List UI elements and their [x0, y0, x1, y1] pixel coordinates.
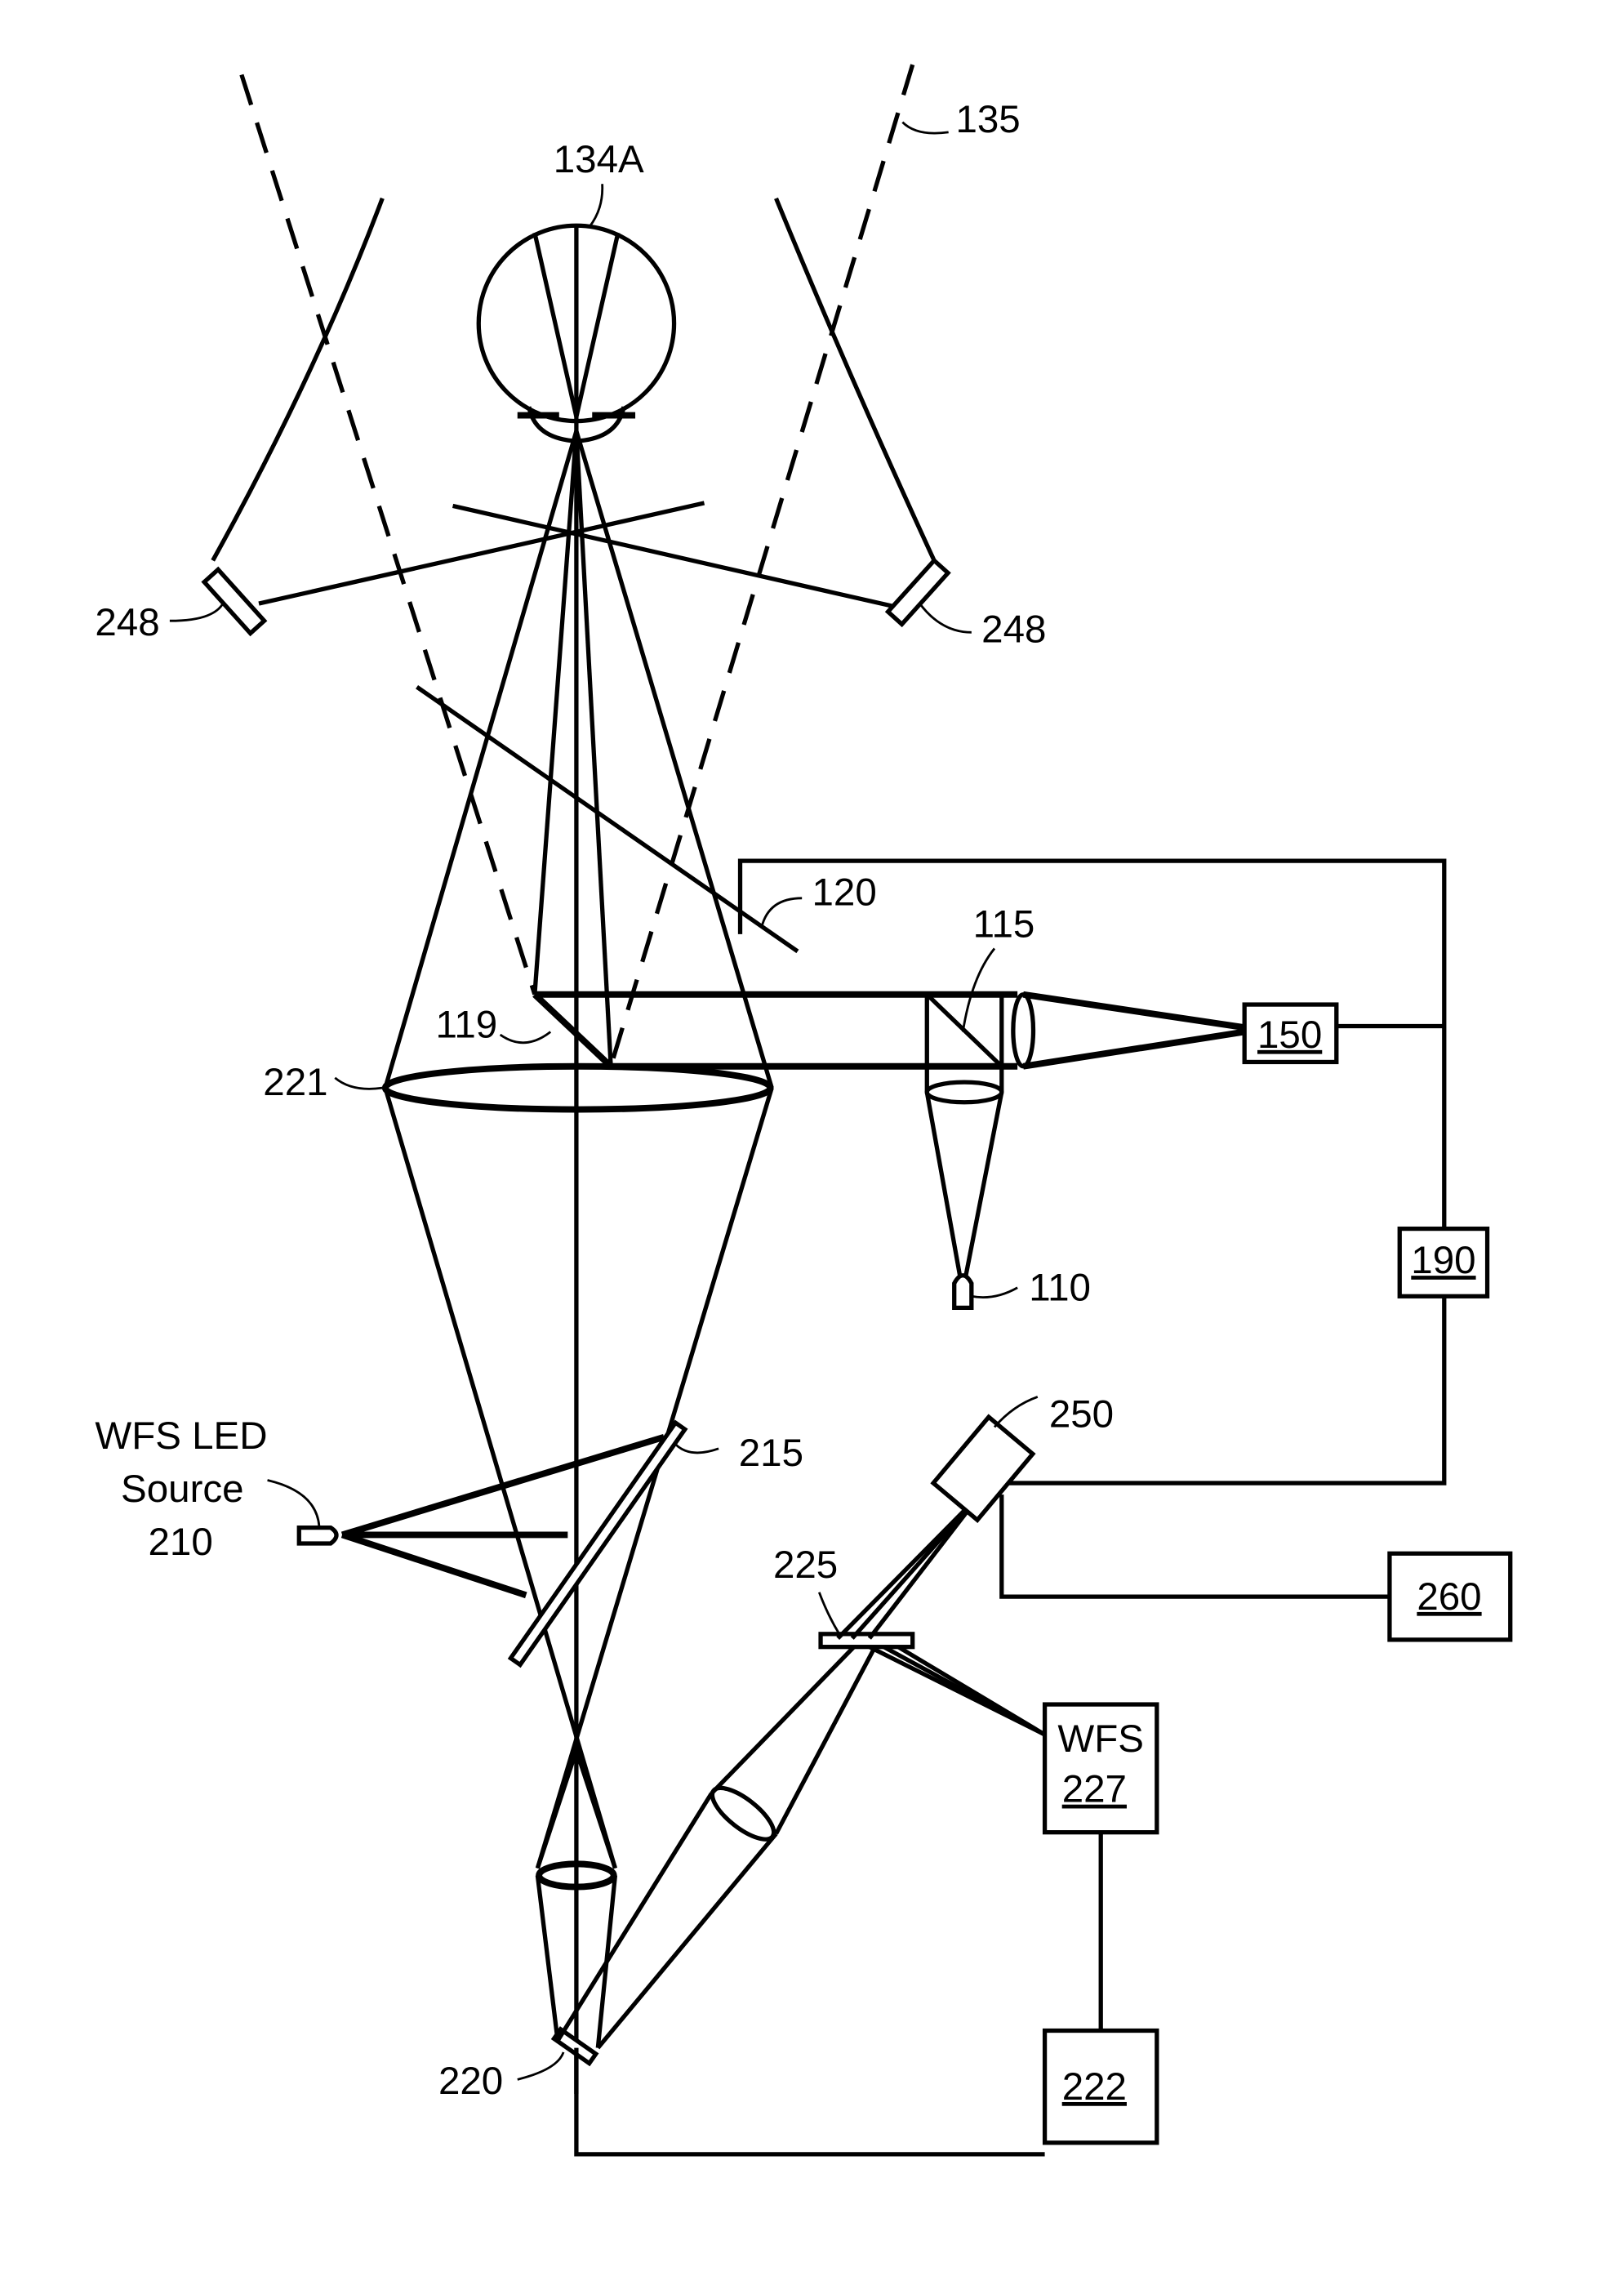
source-cone-right [966, 1092, 1002, 1276]
label-221: 221 [263, 1061, 327, 1104]
ray-225-to-250-c [870, 1494, 981, 1638]
lenslet-225 [821, 1634, 913, 1647]
led-source-210 [299, 1528, 336, 1543]
led-ray-lower [342, 1534, 526, 1595]
field-line-left [242, 75, 535, 995]
label-248-right: 248 [981, 608, 1046, 652]
wfs-227-title: WFS [1057, 1717, 1144, 1761]
leader-215 [675, 1445, 719, 1453]
illuminator-left [204, 569, 265, 633]
label-250: 250 [1049, 1392, 1114, 1436]
field-line-right [611, 65, 913, 1067]
relay-cone-left [537, 1750, 576, 1868]
label-wfs-led-line1: WFS LED [95, 1414, 267, 1458]
ray-225-to-227-c [898, 1647, 1044, 1735]
label-wfs-led-line3: 210 [148, 1521, 212, 1564]
wfs-beam-right [598, 1833, 776, 2047]
relay-cone-right [576, 1750, 616, 1868]
leader-250 [994, 1396, 1038, 1427]
relay-lower-left [537, 1875, 558, 2040]
label-215: 215 [739, 1432, 803, 1475]
beamsplitter-diagonal [927, 995, 1002, 1067]
label-119: 119 [435, 1004, 497, 1047]
box-190-label: 190 [1411, 1239, 1475, 1282]
cone-lower-left [385, 1088, 616, 1869]
wfs-beam-upper-right [776, 1638, 880, 1833]
label-225: 225 [773, 1543, 838, 1587]
source-110 [954, 1276, 972, 1308]
label-110: 110 [1029, 1267, 1091, 1310]
leader-225 [819, 1592, 839, 1634]
leader-134a [590, 184, 603, 227]
cone-lower-right [537, 1088, 772, 1869]
leader-119 [501, 1031, 551, 1042]
illuminator-right [888, 560, 949, 624]
label-220: 220 [438, 2060, 503, 2103]
illuminator-arm-left [213, 198, 383, 560]
lens-to-150 [1013, 995, 1034, 1067]
beam-to-150-upper [1023, 995, 1244, 1027]
leader-110 [972, 1288, 1017, 1298]
illuminator-beam-left [259, 503, 705, 604]
label-135: 135 [955, 98, 1020, 141]
leader-120 [762, 898, 802, 927]
eye-ray-right [576, 233, 618, 416]
camera-250 [933, 1417, 1033, 1520]
mirror-119 [535, 995, 611, 1067]
label-120: 120 [812, 871, 877, 915]
label-115: 115 [973, 902, 1035, 946]
wire-190-to-250 [996, 1296, 1444, 1483]
lens-source [927, 1082, 1002, 1102]
leader-210 [268, 1481, 319, 1526]
wire-250-to-260 [1002, 1494, 1390, 1597]
wfs-227-number: 227 [1062, 1768, 1127, 1811]
label-wfs-led-line2: Source [121, 1468, 244, 1511]
wire-220-to-222 [576, 2048, 1045, 2154]
leader-135 [902, 122, 948, 134]
leader-248-left [170, 604, 223, 621]
leader-248-right [919, 604, 971, 632]
box-150-label: 150 [1257, 1013, 1322, 1057]
label-134a: 134A [554, 138, 644, 181]
leader-221 [335, 1078, 382, 1089]
source-cone-left [927, 1092, 959, 1276]
illuminator-arm-right [776, 198, 935, 560]
label-248-left: 248 [95, 601, 159, 644]
cone-upper-left [385, 431, 576, 1088]
ray-inner-left [535, 431, 576, 995]
leader-220 [518, 2052, 563, 2079]
box-222-label: 222 [1062, 2065, 1127, 2109]
leader-115 [963, 948, 994, 1031]
illuminator-beam-right [453, 506, 894, 606]
eye-ray-left [535, 233, 576, 416]
box-260-label: 260 [1417, 1575, 1481, 1619]
beam-to-150-lower [1023, 1031, 1244, 1066]
